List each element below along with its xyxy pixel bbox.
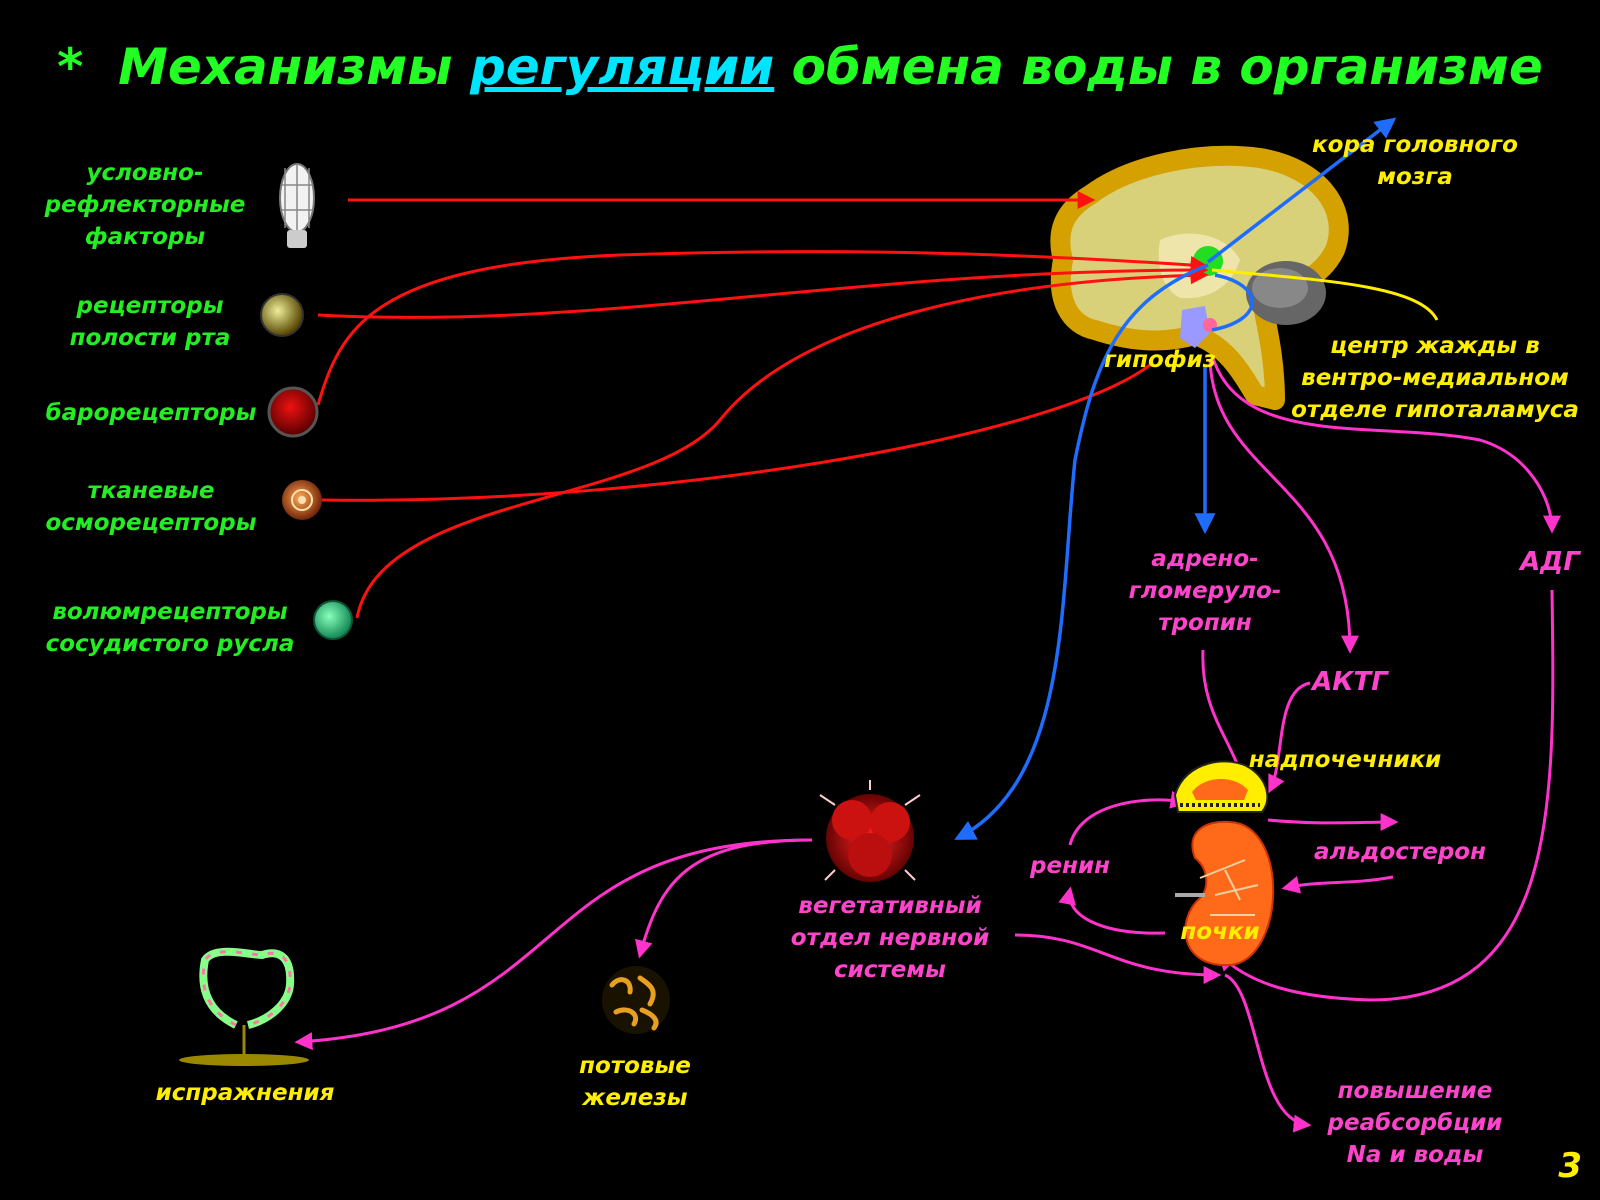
label-line: реабсорбции bbox=[1327, 1110, 1503, 1136]
label-adrenals: надпочечники bbox=[1245, 744, 1445, 776]
label-line: почки bbox=[1180, 919, 1260, 945]
arrow-volume bbox=[355, 266, 1209, 619]
label-line: центр жажды в bbox=[1330, 333, 1540, 359]
arrow-aldosterone-to-kidney bbox=[1281, 875, 1394, 894]
label-pituitary: гипофиз bbox=[1095, 344, 1225, 376]
label-line: гипофиз bbox=[1103, 347, 1217, 373]
label-sweat-glands: потовые железы bbox=[560, 1050, 710, 1114]
label-acth: АКТГ bbox=[1300, 666, 1400, 698]
arrow-to-acth bbox=[1208, 359, 1359, 654]
label-line: мозга bbox=[1377, 164, 1453, 190]
label-kidneys: почки bbox=[1170, 916, 1270, 948]
label-line: испражнения bbox=[155, 1080, 335, 1106]
label-line: волюмрецепторы bbox=[52, 599, 288, 625]
label-line: вентро-медиальном bbox=[1301, 365, 1569, 391]
volume-receptor-icon bbox=[313, 600, 353, 640]
title-part-2: обмена воды в организме bbox=[791, 38, 1543, 96]
arrow-to-cortex bbox=[1206, 117, 1397, 264]
arrow-hypothalamus-loop bbox=[1211, 273, 1254, 332]
arrow-ans-to-excretion bbox=[294, 838, 813, 1051]
label-baroreceptors: барорецепторы bbox=[40, 397, 262, 429]
nerve-arrows bbox=[954, 117, 1397, 840]
slide-number: 3 bbox=[1558, 1146, 1582, 1186]
intestine-icon bbox=[179, 947, 309, 1066]
pituitary-marker bbox=[1180, 306, 1210, 348]
label-reabsorption: повышение реабсорбции Na и воды bbox=[1310, 1075, 1520, 1171]
arrow-ans-to-kidney bbox=[1014, 933, 1222, 984]
label-oral-receptors: рецепторы полости рта bbox=[60, 290, 240, 354]
arrow-osmo bbox=[321, 363, 1151, 502]
label-line: потовые bbox=[579, 1053, 691, 1079]
label-line: условно- bbox=[86, 160, 204, 186]
label-line: повышение bbox=[1337, 1078, 1493, 1104]
label-excretion: испражнения bbox=[140, 1077, 350, 1109]
label-line: адрено- bbox=[1151, 546, 1259, 572]
hormone-arrows bbox=[294, 354, 1561, 1133]
baroreceptor-icon bbox=[267, 386, 319, 438]
label-line: альдостерон bbox=[1313, 839, 1486, 865]
label-line: гломеруло- bbox=[1128, 578, 1282, 604]
arrow-kidney-to-reabsorption bbox=[1224, 973, 1312, 1133]
label-line: факторы bbox=[84, 224, 206, 250]
label-thirst-center: центр жажды в вентро-медиальном отделе г… bbox=[1280, 330, 1590, 426]
label-osmoreceptors: тканевые осморецепторы bbox=[40, 475, 262, 539]
label-line: железы bbox=[582, 1085, 688, 1111]
slide-title: * Механизмы регуляции обмена воды в орга… bbox=[0, 38, 1600, 96]
thirst-center-pointer bbox=[1211, 268, 1439, 321]
arrow-oral bbox=[317, 261, 1209, 319]
kidney-icon bbox=[1175, 820, 1275, 967]
arrow-renin-to-adrenals bbox=[1068, 790, 1189, 846]
title-part-1: Механизмы bbox=[118, 38, 453, 96]
label-conditioned-reflex: условно- рефлекторные факторы bbox=[40, 157, 250, 253]
mouth-receptor-icon bbox=[260, 293, 304, 337]
label-volume-receptors: волюмрецепторы сосудистого русла bbox=[40, 596, 300, 660]
label-line: барорецепторы bbox=[45, 400, 257, 426]
label-line: отделе гипоталамуса bbox=[1291, 397, 1579, 423]
label-line: тропин bbox=[1158, 610, 1252, 636]
label-line: Na и воды bbox=[1346, 1142, 1484, 1168]
label-aldosterone: альдостерон bbox=[1305, 836, 1495, 868]
label-line: кора головного bbox=[1312, 132, 1518, 158]
label-line: рецепторы bbox=[76, 293, 224, 319]
label-line: сосудистого русла bbox=[45, 631, 295, 657]
afferent-arrows bbox=[316, 191, 1209, 619]
title-highlight-link[interactable]: регуляции bbox=[469, 38, 775, 96]
arrow-acth-to-adrenals bbox=[1268, 681, 1311, 794]
title-star: * bbox=[57, 38, 84, 96]
label-cortex: кора головного мозга bbox=[1310, 129, 1520, 193]
label-line: АКТГ bbox=[1312, 667, 1388, 697]
label-line: осморецепторы bbox=[45, 510, 257, 536]
light-bulb-icon bbox=[279, 163, 315, 248]
label-ans: вегетативный отдел нервной системы bbox=[780, 890, 1000, 986]
arrow-to-adh bbox=[1210, 354, 1561, 534]
label-line: АДГ bbox=[1520, 547, 1580, 577]
label-line: надпочечники bbox=[1248, 747, 1442, 773]
nerve-ganglion-icon bbox=[819, 780, 921, 882]
adrenal-gland-icon bbox=[1173, 760, 1269, 813]
label-line: рефлекторные bbox=[44, 192, 246, 218]
label-line: полости рта bbox=[69, 325, 231, 351]
osmoreceptor-icon bbox=[282, 480, 322, 520]
arrow-to-ans bbox=[954, 263, 1209, 840]
label-adh: АДГ bbox=[1505, 546, 1595, 578]
label-line: системы bbox=[834, 957, 946, 983]
label-line: ренин bbox=[1030, 853, 1110, 879]
label-renin: ренин bbox=[1025, 850, 1115, 882]
arrow-baro bbox=[316, 250, 1209, 406]
label-line: вегетативный bbox=[798, 893, 982, 919]
label-adrenoglomerulotropin: адрено- гломеруло- тропин bbox=[1120, 543, 1290, 639]
label-line: тканевые bbox=[87, 478, 215, 504]
arrow-kidney-to-renin bbox=[1058, 886, 1166, 935]
label-line: отдел нервной bbox=[790, 925, 990, 951]
sweat-gland-icon bbox=[602, 966, 670, 1034]
arrow-adrenals-to-aldosterone bbox=[1267, 813, 1399, 832]
arrow-adh-to-kidney bbox=[1217, 589, 1555, 1002]
